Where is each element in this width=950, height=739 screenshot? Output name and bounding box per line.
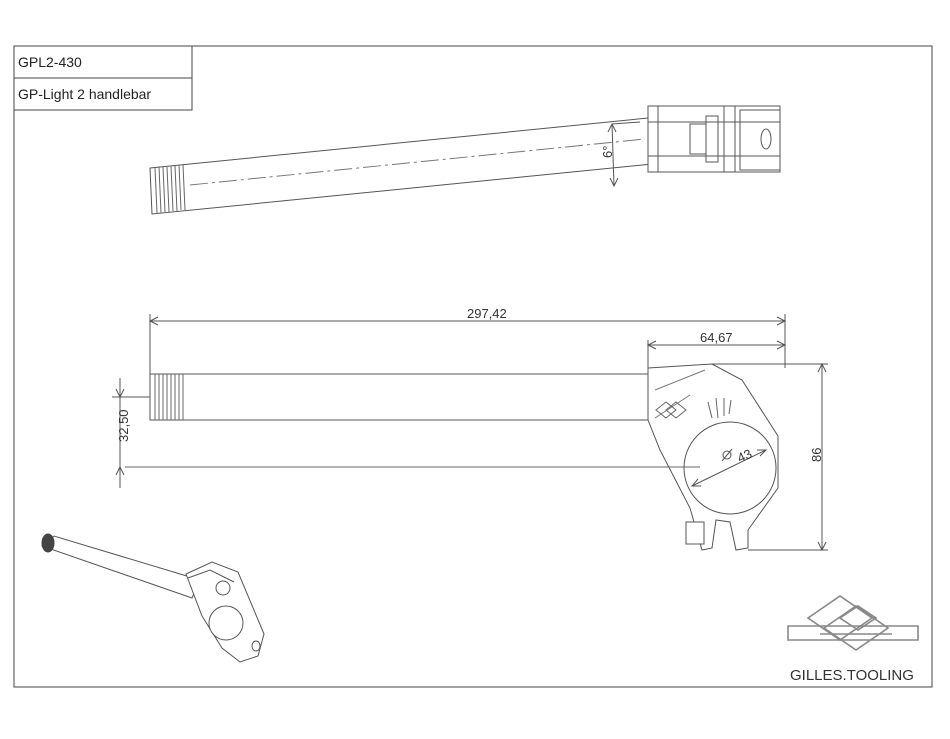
front-thread-rings: [154, 374, 184, 420]
bore-diameter-label: 43: [735, 446, 754, 466]
offset-label: 32,50: [116, 409, 131, 442]
part-name: GP-Light 2 handlebar: [18, 86, 152, 102]
offset-dimension: [112, 378, 150, 488]
height-dimension: [712, 362, 828, 552]
brand-name: GILLES.TOOLING: [790, 667, 914, 684]
thread-rings: [154, 164, 186, 214]
clamp-logo-icon: [655, 401, 687, 419]
front-view: [112, 314, 828, 552]
brand-logo-icon: [787, 595, 919, 651]
sheet-border: [13, 45, 933, 688]
clamp-height-label: 86: [809, 448, 824, 462]
center-line: [189, 138, 646, 186]
diameter-symbol: [722, 450, 732, 460]
bore-leader: [691, 449, 767, 487]
total-length-label: 297,42: [467, 306, 507, 321]
angle-dimension: [607, 121, 641, 188]
angle-label: 6°: [600, 146, 615, 158]
clamp-dimension: [646, 340, 787, 368]
embossed-lines: [707, 397, 732, 419]
top-view: [149, 105, 781, 215]
title-block: [13, 45, 193, 111]
clamp-length-label: 64,67: [700, 330, 733, 345]
length-dimension: [148, 314, 787, 374]
part-number: GPL2-430: [18, 54, 82, 70]
isometric-view: [40, 533, 265, 663]
clamp-top: [647, 105, 781, 173]
